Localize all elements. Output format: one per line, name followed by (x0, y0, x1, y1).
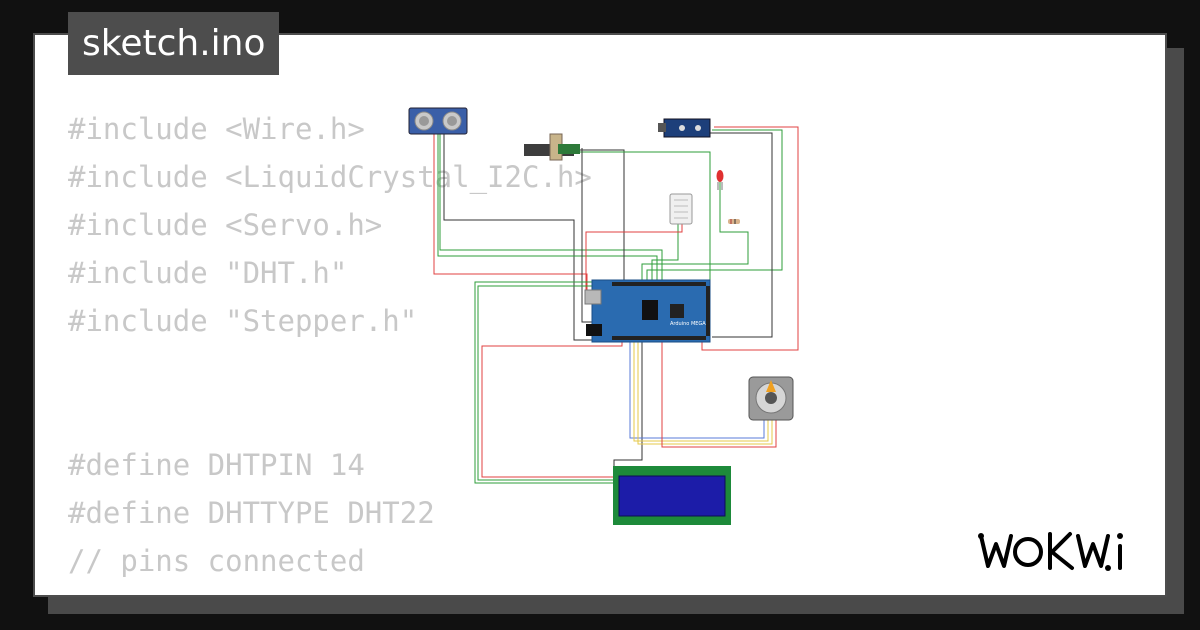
gas-sensor[interactable] (524, 133, 580, 161)
wire (577, 151, 711, 282)
preview-card: #include <Wire.h> #include <LiquidCrystal… (33, 33, 1167, 597)
board-label: Arduino MEGA (670, 321, 706, 327)
code-line: #include <Wire.h> (68, 112, 365, 146)
wire (710, 132, 773, 338)
ir-sensor-module[interactable] (658, 118, 711, 138)
ultrasonic-sensor[interactable] (408, 107, 468, 135)
wire (633, 342, 769, 442)
code-line: #include "DHT.h" (68, 256, 348, 290)
wire (629, 342, 765, 439)
wokwi-logo (978, 532, 1123, 571)
wire (433, 134, 588, 302)
wire (637, 342, 773, 445)
wire (651, 224, 679, 282)
wire (443, 134, 594, 341)
stepper-motor[interactable] (748, 376, 794, 421)
circuit-diagram: Arduino MEGA (408, 107, 799, 525)
code-line: #include <Servo.h> (68, 208, 383, 242)
filename-tab: sketch.ino (68, 12, 280, 75)
wire (481, 342, 623, 478)
wire (661, 342, 777, 448)
code-line: #include <LiquidCrystal_I2C.h> (68, 160, 592, 194)
wire (646, 129, 783, 282)
code-line: #define DHTTYPE DHT22 (68, 496, 435, 530)
wire (701, 126, 799, 351)
wire (562, 149, 625, 282)
code-line: #define STEPPER_MOTOR_IN1 12 // Arduino (68, 585, 766, 595)
code-line: // pins connected (68, 544, 365, 578)
code-line: #define DHTPIN 14 (68, 448, 365, 482)
code-line: #include "Stepper.h" (68, 304, 418, 338)
wire (437, 134, 658, 282)
wire (439, 134, 663, 282)
lcd-display[interactable] (613, 466, 731, 525)
wire (641, 182, 749, 282)
arduino-mega-board[interactable]: Arduino MEGA (584, 279, 711, 343)
dht22-sensor[interactable] (669, 193, 693, 225)
wire (474, 281, 632, 484)
resistor[interactable] (728, 219, 740, 224)
wire (585, 224, 683, 302)
code-preview: #include <Wire.h> #include <LiquidCrystal… (68, 105, 766, 595)
led-red[interactable] (716, 170, 724, 190)
